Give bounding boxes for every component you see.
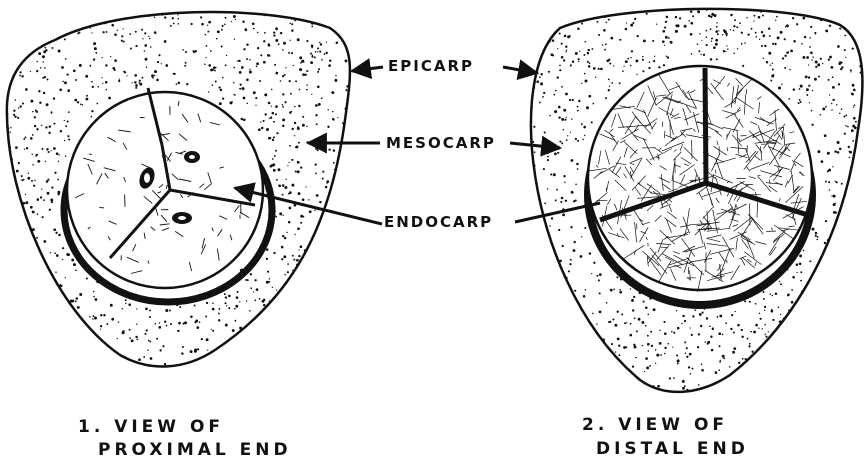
mesocarp-label: MESOCARP [386, 134, 496, 152]
mesocarp-arrow-right [510, 143, 560, 148]
epicarp-arrow-left [352, 67, 383, 71]
left-endocarp [67, 92, 263, 288]
proximal-caption-line1: 1. VIEW OF [78, 417, 224, 437]
proximal-caption-line2: PROXIMAL END [98, 440, 292, 460]
distal-caption-line1: 2. VIEW OF [582, 415, 728, 435]
proximal-end-view [6, 12, 350, 367]
right-endocarp [588, 66, 812, 290]
endocarp-label: ENDOCARP [384, 213, 493, 231]
distal-caption-line2: DISTAL END [596, 439, 749, 459]
epicarp-label: EPICARP [388, 57, 474, 75]
epicarp-arrow-right [503, 67, 537, 73]
distal-end-view [531, 8, 863, 392]
